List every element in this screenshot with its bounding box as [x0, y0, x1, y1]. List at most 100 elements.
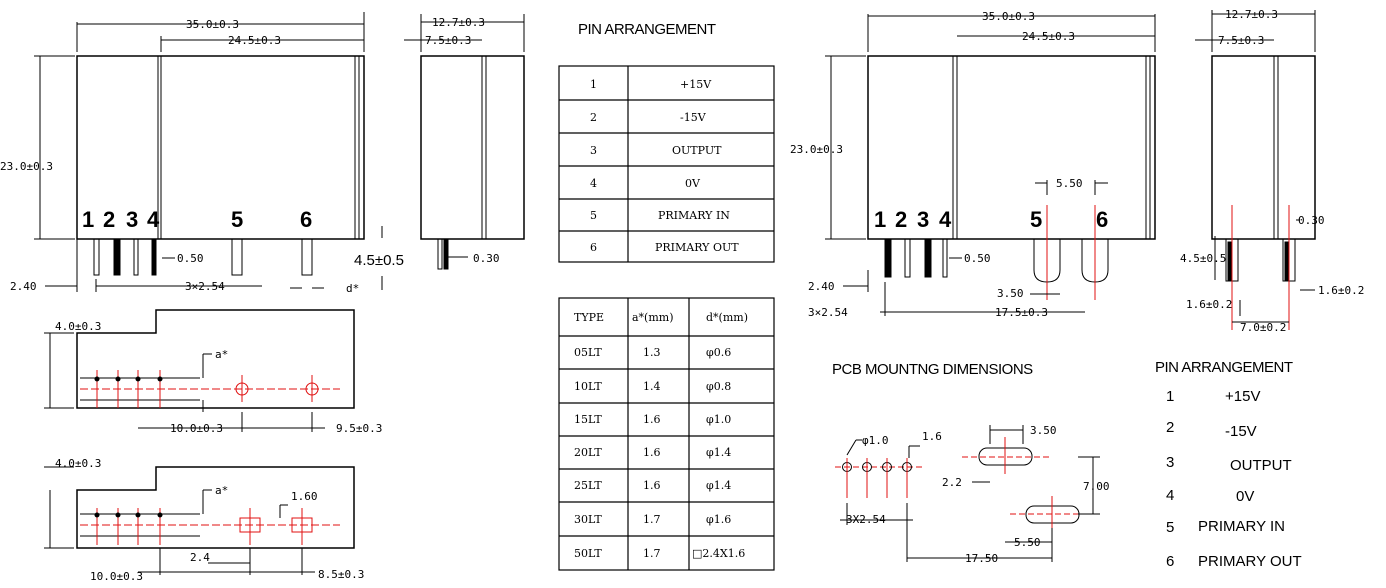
dim-a-star-2: a* — [215, 484, 228, 497]
r-dim-side-width: 12.7±0.3 — [1225, 8, 1278, 21]
dim-side-pin: 0.30 — [473, 252, 500, 265]
pcb-dim-pitch: 3X2.54 — [846, 513, 886, 526]
pin-number-5: 5 — [231, 207, 243, 232]
pin-table-func-4: 0V — [685, 177, 701, 190]
pin-list-func-3: OUTPUT — [1230, 457, 1292, 474]
r-dim-pin-pitch: 3×2.54 — [808, 306, 848, 319]
pin-2 — [113, 238, 121, 276]
pin-table-func-1: +15V — [680, 78, 712, 91]
type-table-cell: □2.4X1.6 — [692, 547, 745, 560]
pcb-dim-slot2: 5.50 — [1014, 536, 1041, 549]
dim-pcb-x3: 2.4 — [190, 551, 210, 564]
pin-list-num-2: 2 — [1166, 419, 1174, 436]
type-table-cell: 50LT — [574, 547, 602, 560]
r-dim-inner: 24.5±0.3 — [1022, 30, 1075, 43]
type-table-cell: 1.6 — [643, 479, 661, 492]
dim-pcb-x2: 9.5±0.3 — [336, 422, 382, 435]
pcb-dim-1-6: 1.6 — [922, 430, 942, 443]
right-side-view — [1195, 10, 1316, 330]
r-dim-pin-spacing: 7.0±0.2 — [1240, 321, 1286, 334]
left-pcb-view-1 — [44, 309, 355, 432]
dim-width: 35.0±0.3 — [186, 18, 239, 31]
pin-4 — [151, 238, 157, 276]
r-pin-number-4: 4 — [939, 207, 952, 232]
pcb-mounting-title: PCB MOUNTNG DIMENSIONS — [832, 361, 1033, 378]
type-table-cell: φ0.8 — [706, 380, 731, 393]
r-pin-number-1: 1 — [874, 207, 886, 232]
pin-list-title: PIN ARRANGEMENT — [1155, 359, 1293, 376]
r-dim-side-inner: 7.5±0.3 — [1218, 34, 1264, 47]
dim-pcb-x1: 10.0±0.3 — [170, 422, 223, 435]
r-pin-number-6: 6 — [1096, 207, 1108, 232]
pin-table-func-2: -15V — [680, 111, 707, 124]
pin-list-func-5: PRIMARY IN — [1198, 518, 1285, 535]
pin-number-1: 1 — [82, 207, 94, 232]
type-table-cell: φ0.6 — [706, 346, 731, 359]
r-dim-slot-gap: 5.50 — [1056, 177, 1083, 190]
pin-list-func-2: -15V — [1225, 423, 1257, 440]
dim-pcb-x5: 8.5±0.3 — [318, 568, 364, 581]
r-pin-number-5: 5 — [1030, 207, 1042, 232]
pin-number-6: 6 — [300, 207, 312, 232]
dim-a-star: a* — [215, 348, 228, 361]
type-table-cell: 20LT — [574, 446, 602, 459]
r-dim-side-pin: 0.30 — [1298, 214, 1325, 227]
pin-table-num-3: 3 — [590, 144, 597, 157]
pin-5 — [231, 238, 243, 276]
pin-number-3: 3 — [126, 207, 138, 232]
pcb-dim-length: 17.50 — [965, 552, 998, 565]
pin-number-4: 4 — [147, 207, 160, 232]
pin-list-num-3: 3 — [1166, 454, 1174, 471]
pin-table-func-5: PRIMARY IN — [658, 209, 730, 222]
dim-pcb-a: 4.0±0.3 — [55, 320, 101, 333]
dim-pin-offset: 2.40 — [10, 280, 37, 293]
type-table-grid — [558, 297, 775, 571]
pin-list-num-4: 4 — [1166, 487, 1174, 504]
dim-side-inner: 7.5±0.3 — [425, 34, 471, 47]
pin-table-grid — [558, 65, 775, 263]
type-table-header-a: a*(mm) — [632, 311, 674, 324]
type-table-cell: 15LT — [574, 413, 602, 426]
type-table-cell: φ1.6 — [706, 513, 731, 526]
r-dim-pin-length: 4.5±0.5 — [1180, 252, 1226, 265]
pin-3 — [133, 238, 139, 276]
left-front-view — [34, 12, 383, 292]
dim-pin-width: 0.50 — [177, 252, 204, 265]
type-table-cell: 1.3 — [643, 346, 661, 359]
dim-side-width: 12.7±0.3 — [432, 16, 485, 29]
type-table-cell: 1.6 — [643, 413, 661, 426]
r-dim-pin-a: 1.6±0.2 — [1186, 298, 1232, 311]
dim-height: 23.0±0.3 — [0, 160, 53, 173]
left-pcb-view-2 — [44, 466, 355, 575]
pin-table-num-4: 4 — [590, 177, 597, 190]
type-table-cell: 30LT — [574, 513, 602, 526]
pin-table-func-3: OUTPUT — [672, 144, 722, 157]
pin-table-num-5: 5 — [590, 209, 597, 222]
dim-d: d* — [346, 282, 359, 295]
dim-pcb-x4: 10.0±0.3 — [90, 570, 143, 583]
r-dim-pin-offset: 2.40 — [808, 280, 835, 293]
pcb-dim-7: 7.00 — [1083, 480, 1110, 493]
r-pin-number-2: 2 — [895, 207, 907, 232]
pcb-mounting-view — [835, 425, 1100, 562]
r-pin-number-3: 3 — [917, 207, 929, 232]
pin-number-2: 2 — [103, 207, 115, 232]
pin-list-func-6: PRIMARY OUT — [1198, 553, 1302, 570]
type-table-header-d: d*(mm) — [706, 311, 748, 324]
dim-pin-pitch: 3×2.54 — [185, 280, 225, 293]
type-table-cell: 05LT — [574, 346, 602, 359]
pin-list-num-1: 1 — [1166, 388, 1174, 405]
r-dim-length: 17.5±0.3 — [995, 306, 1048, 319]
pin-list-num-6: 6 — [1166, 553, 1174, 570]
pin-list-func-4: 0V — [1236, 488, 1254, 505]
r-dim-pin-b: 1.6±0.2 — [1318, 284, 1364, 297]
pin-table-num-2: 2 — [590, 111, 597, 124]
type-table-cell: φ1.4 — [706, 479, 731, 492]
dim-pcb-slot: 1.60 — [291, 490, 318, 503]
type-table-cell: φ1.0 — [706, 413, 731, 426]
type-table-cell: 10LT — [574, 380, 602, 393]
left-side-view — [404, 14, 525, 270]
pin-table-func-6: PRIMARY OUT — [655, 241, 739, 254]
type-table-cell: 1.7 — [643, 547, 661, 560]
